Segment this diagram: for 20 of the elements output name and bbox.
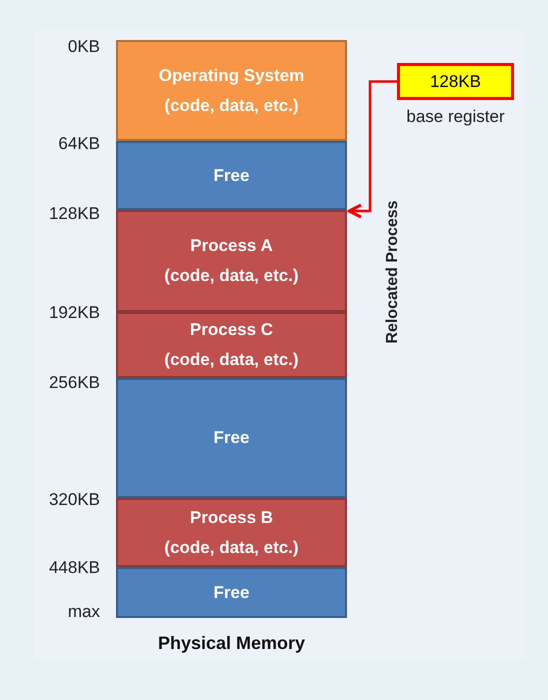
free-segment: Free xyxy=(116,378,347,498)
process-segment: Process A (code, data, etc.) xyxy=(116,210,347,312)
address-label: max xyxy=(66,601,100,623)
address-label: 64KB xyxy=(57,133,100,155)
address-label: 128KB xyxy=(48,203,100,225)
address-label: 192KB xyxy=(48,302,100,324)
process-segment: Process B (code, data, etc.) xyxy=(116,498,347,567)
register-caption: base register xyxy=(405,106,506,128)
register-box: 128KB xyxy=(397,63,514,100)
process-segment: Process C (code, data, etc.) xyxy=(116,312,347,378)
memory-caption: Physical Memory xyxy=(156,632,306,655)
os-segment: Operating System (code, data, etc.) xyxy=(116,40,347,141)
address-label: 0KB xyxy=(66,36,100,58)
vertical-label: Relocated Process xyxy=(383,199,402,346)
address-label: 320KB xyxy=(48,489,100,511)
address-label: 256KB xyxy=(48,372,100,394)
free-segment: Free xyxy=(116,567,347,618)
arrow xyxy=(348,80,397,218)
free-segment: Free xyxy=(116,141,347,210)
address-label: 448KB xyxy=(48,557,100,579)
